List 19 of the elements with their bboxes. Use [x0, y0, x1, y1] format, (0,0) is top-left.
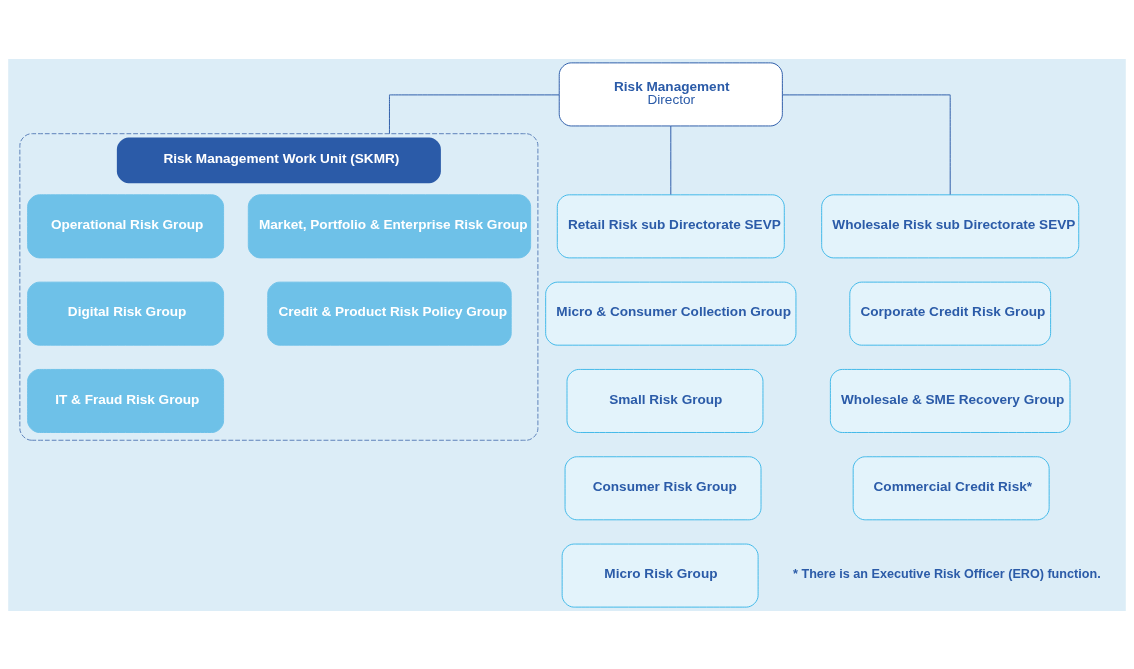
node-box: Corporate Credit Risk Group [849, 281, 1052, 346]
node-box: Credit & Product Risk Policy Group [267, 281, 512, 346]
node-box: Risk Management Director [558, 61, 783, 126]
node-box: Digital Risk Group [27, 281, 225, 346]
node-box: Micro & Consumer Collection Group [545, 281, 797, 346]
node-box: Retail Risk sub Directorate SEVP [556, 193, 785, 258]
node-box: Micro Risk Group [561, 543, 759, 608]
node-box: Market, Portfolio & Enterprise Risk Group [247, 193, 532, 258]
node-box: Wholesale Risk sub Directorate SEVP [821, 193, 1080, 258]
node-box: Consumer Risk Group [564, 455, 762, 520]
connector [781, 93, 951, 195]
label: * There is an Executive Risk Officer (ERO) function. [793, 566, 1101, 581]
node-box: Operational Risk Group [27, 193, 225, 258]
node-box: IT & Fraud Risk Group [27, 368, 225, 433]
node-box: Commercial Credit Risk* [852, 455, 1050, 520]
connector [389, 93, 560, 134]
node-box: Wholesale & SME Recovery Group [829, 368, 1071, 433]
connector [670, 125, 672, 195]
node-box: Small Risk Group [566, 368, 764, 433]
